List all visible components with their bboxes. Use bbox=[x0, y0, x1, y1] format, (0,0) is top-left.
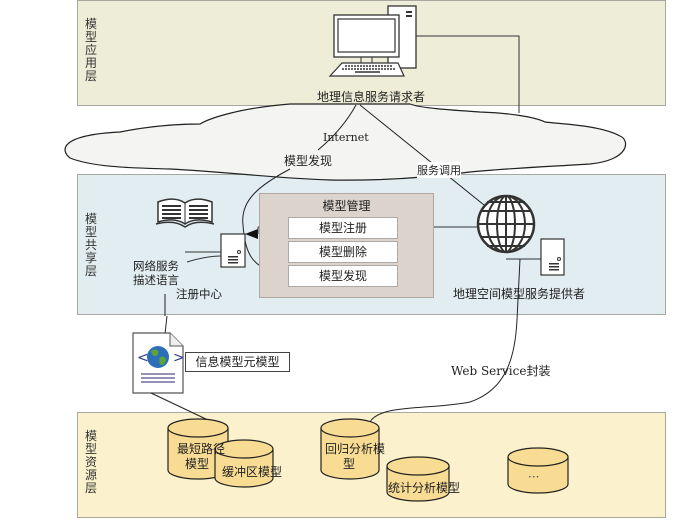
wsdl-label-2: 描述语言 bbox=[133, 273, 179, 287]
provider-server-icon bbox=[540, 238, 565, 276]
cylinder-more bbox=[507, 447, 569, 494]
shortest-path-label-2: 模型 bbox=[185, 457, 210, 471]
provider-label: 地理空间模型服务提供者 bbox=[453, 287, 586, 301]
wsdl-label-1: 网络服务 bbox=[133, 259, 179, 273]
sharing-layer-label: 模型共享层 bbox=[84, 212, 97, 278]
discover-label: 模型发现 bbox=[284, 154, 333, 168]
regression-label-1: 回归分析模 bbox=[325, 442, 386, 456]
model-management-title: 模型管理 bbox=[322, 199, 371, 213]
registry-label: 注册中心 bbox=[176, 287, 222, 301]
document-globe-icon: < > bbox=[132, 332, 185, 394]
globe-icon bbox=[476, 194, 536, 254]
svg-text:<: < bbox=[137, 350, 149, 366]
model-management-box: 模型管理 模型注册 模型删除 模型发现 bbox=[259, 193, 434, 298]
cylinder-regression bbox=[320, 418, 380, 480]
metamodel-label: 信息模型元模型 bbox=[185, 352, 290, 372]
internet-label: Internet bbox=[323, 131, 369, 144]
svg-text:>: > bbox=[173, 350, 185, 366]
cylinder-buffer bbox=[214, 439, 274, 488]
invoke-label: 服务调用 bbox=[417, 162, 461, 178]
book-icon bbox=[155, 198, 215, 228]
application-layer-label: 模型应用层 bbox=[84, 17, 97, 83]
model-discover-item: 模型发现 bbox=[288, 265, 398, 287]
cylinder-shortest-path bbox=[167, 418, 229, 480]
regression-label-2: 型 bbox=[343, 457, 356, 471]
model-register-item: 模型注册 bbox=[288, 217, 398, 239]
model-delete-item: 模型删除 bbox=[288, 241, 398, 263]
internet-cloud bbox=[64, 103, 627, 181]
cylinder-statistics bbox=[386, 456, 450, 502]
buffer-label: 缓冲区模型 bbox=[222, 465, 283, 479]
more-models-label: ··· bbox=[528, 470, 540, 484]
registry-server-icon bbox=[220, 233, 246, 268]
resource-layer-label: 模型资源层 bbox=[84, 429, 97, 495]
computer-icon bbox=[328, 5, 417, 77]
requester-label: 地理信息服务请求者 bbox=[317, 90, 426, 104]
shortest-path-label-1: 最短路径 bbox=[177, 442, 226, 456]
webservice-label: Web Service封装 bbox=[451, 364, 551, 378]
statistics-label: 统计分析模型 bbox=[388, 481, 461, 495]
